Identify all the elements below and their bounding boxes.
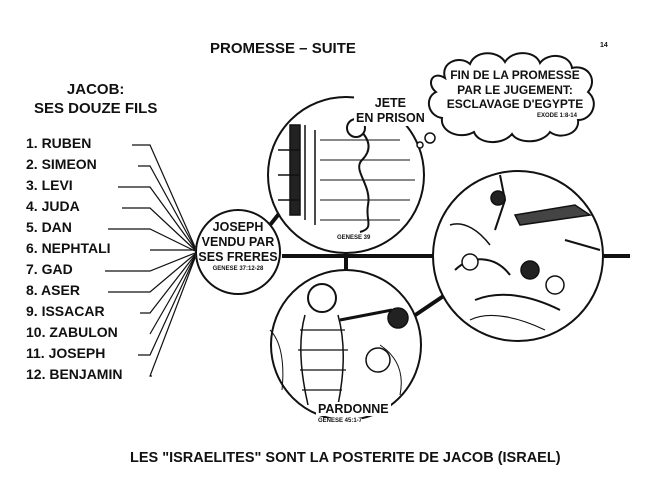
prison-line-2: EN PRISON	[356, 111, 425, 125]
jacob-heading: JACOB: SES DOUZE FILS	[34, 80, 157, 118]
prison-line-1: JETE	[374, 96, 407, 110]
jacob-heading-line-2: SES DOUZE FILS	[34, 100, 158, 117]
son-item: 4. JUDA	[26, 198, 80, 214]
joseph-line-3: SES FRERES	[198, 250, 278, 264]
joseph-node-label: JOSEPH VENDU PAR SES FRERES GENESE 37:12…	[198, 220, 278, 274]
son-item: 5. DAN	[26, 219, 72, 235]
prison-scene-circle	[267, 96, 425, 254]
slavery-scene-circle	[432, 170, 604, 342]
son-item: 12. BENJAMIN	[26, 366, 123, 382]
son-item: 1. RUBEN	[26, 135, 92, 151]
prison-label: JETE EN PRISON	[354, 96, 427, 126]
joseph-node-circle	[195, 209, 281, 295]
joseph-line-1: JOSEPH	[212, 220, 264, 234]
joseph-ref: GENESE 37:12-28	[212, 266, 264, 272]
pardon-label: PARDONNE	[316, 402, 391, 416]
son-item: 6. NEPHTALI	[26, 240, 111, 256]
son-connectors	[105, 144, 196, 377]
bottom-caption: LES "ISRAELITES" SONT LA POSTERITE DE JA…	[130, 450, 561, 466]
cloud-line-1: FIN DE LA PROMESSE	[450, 68, 580, 82]
pardon-scene-circle	[269, 269, 422, 421]
page-title: PROMESSE – SUITE	[210, 40, 356, 57]
son-item: 11. JOSEPH	[26, 345, 106, 361]
cloud-text: FIN DE LA PROMESSE PAR LE JUGEMENT: ESCL…	[445, 68, 585, 121]
son-item: 8. ASER	[26, 282, 80, 298]
pardon-ref: GENESE 45:1-7	[318, 418, 363, 424]
cloud-ref: EXODE 1:8-14	[536, 112, 577, 119]
jacob-heading-line-1: JACOB:	[66, 81, 125, 98]
son-item: 2. SIMEON	[26, 156, 97, 172]
son-item: 7. GAD	[26, 261, 73, 277]
page-number: 14	[600, 42, 608, 49]
son-item: 3. LEVI	[26, 177, 73, 193]
prison-ref: GENESE 39	[336, 235, 372, 241]
joseph-line-2: VENDU PAR	[201, 235, 275, 249]
son-item: 9. ISSACAR	[26, 303, 105, 319]
son-item: 10. ZABULON	[26, 324, 118, 340]
cloud-line-3: ESCLAVAGE D'EGYPTE	[446, 97, 584, 111]
cloud-bubble	[416, 52, 595, 149]
cloud-line-2: PAR LE JUGEMENT:	[457, 82, 573, 97]
